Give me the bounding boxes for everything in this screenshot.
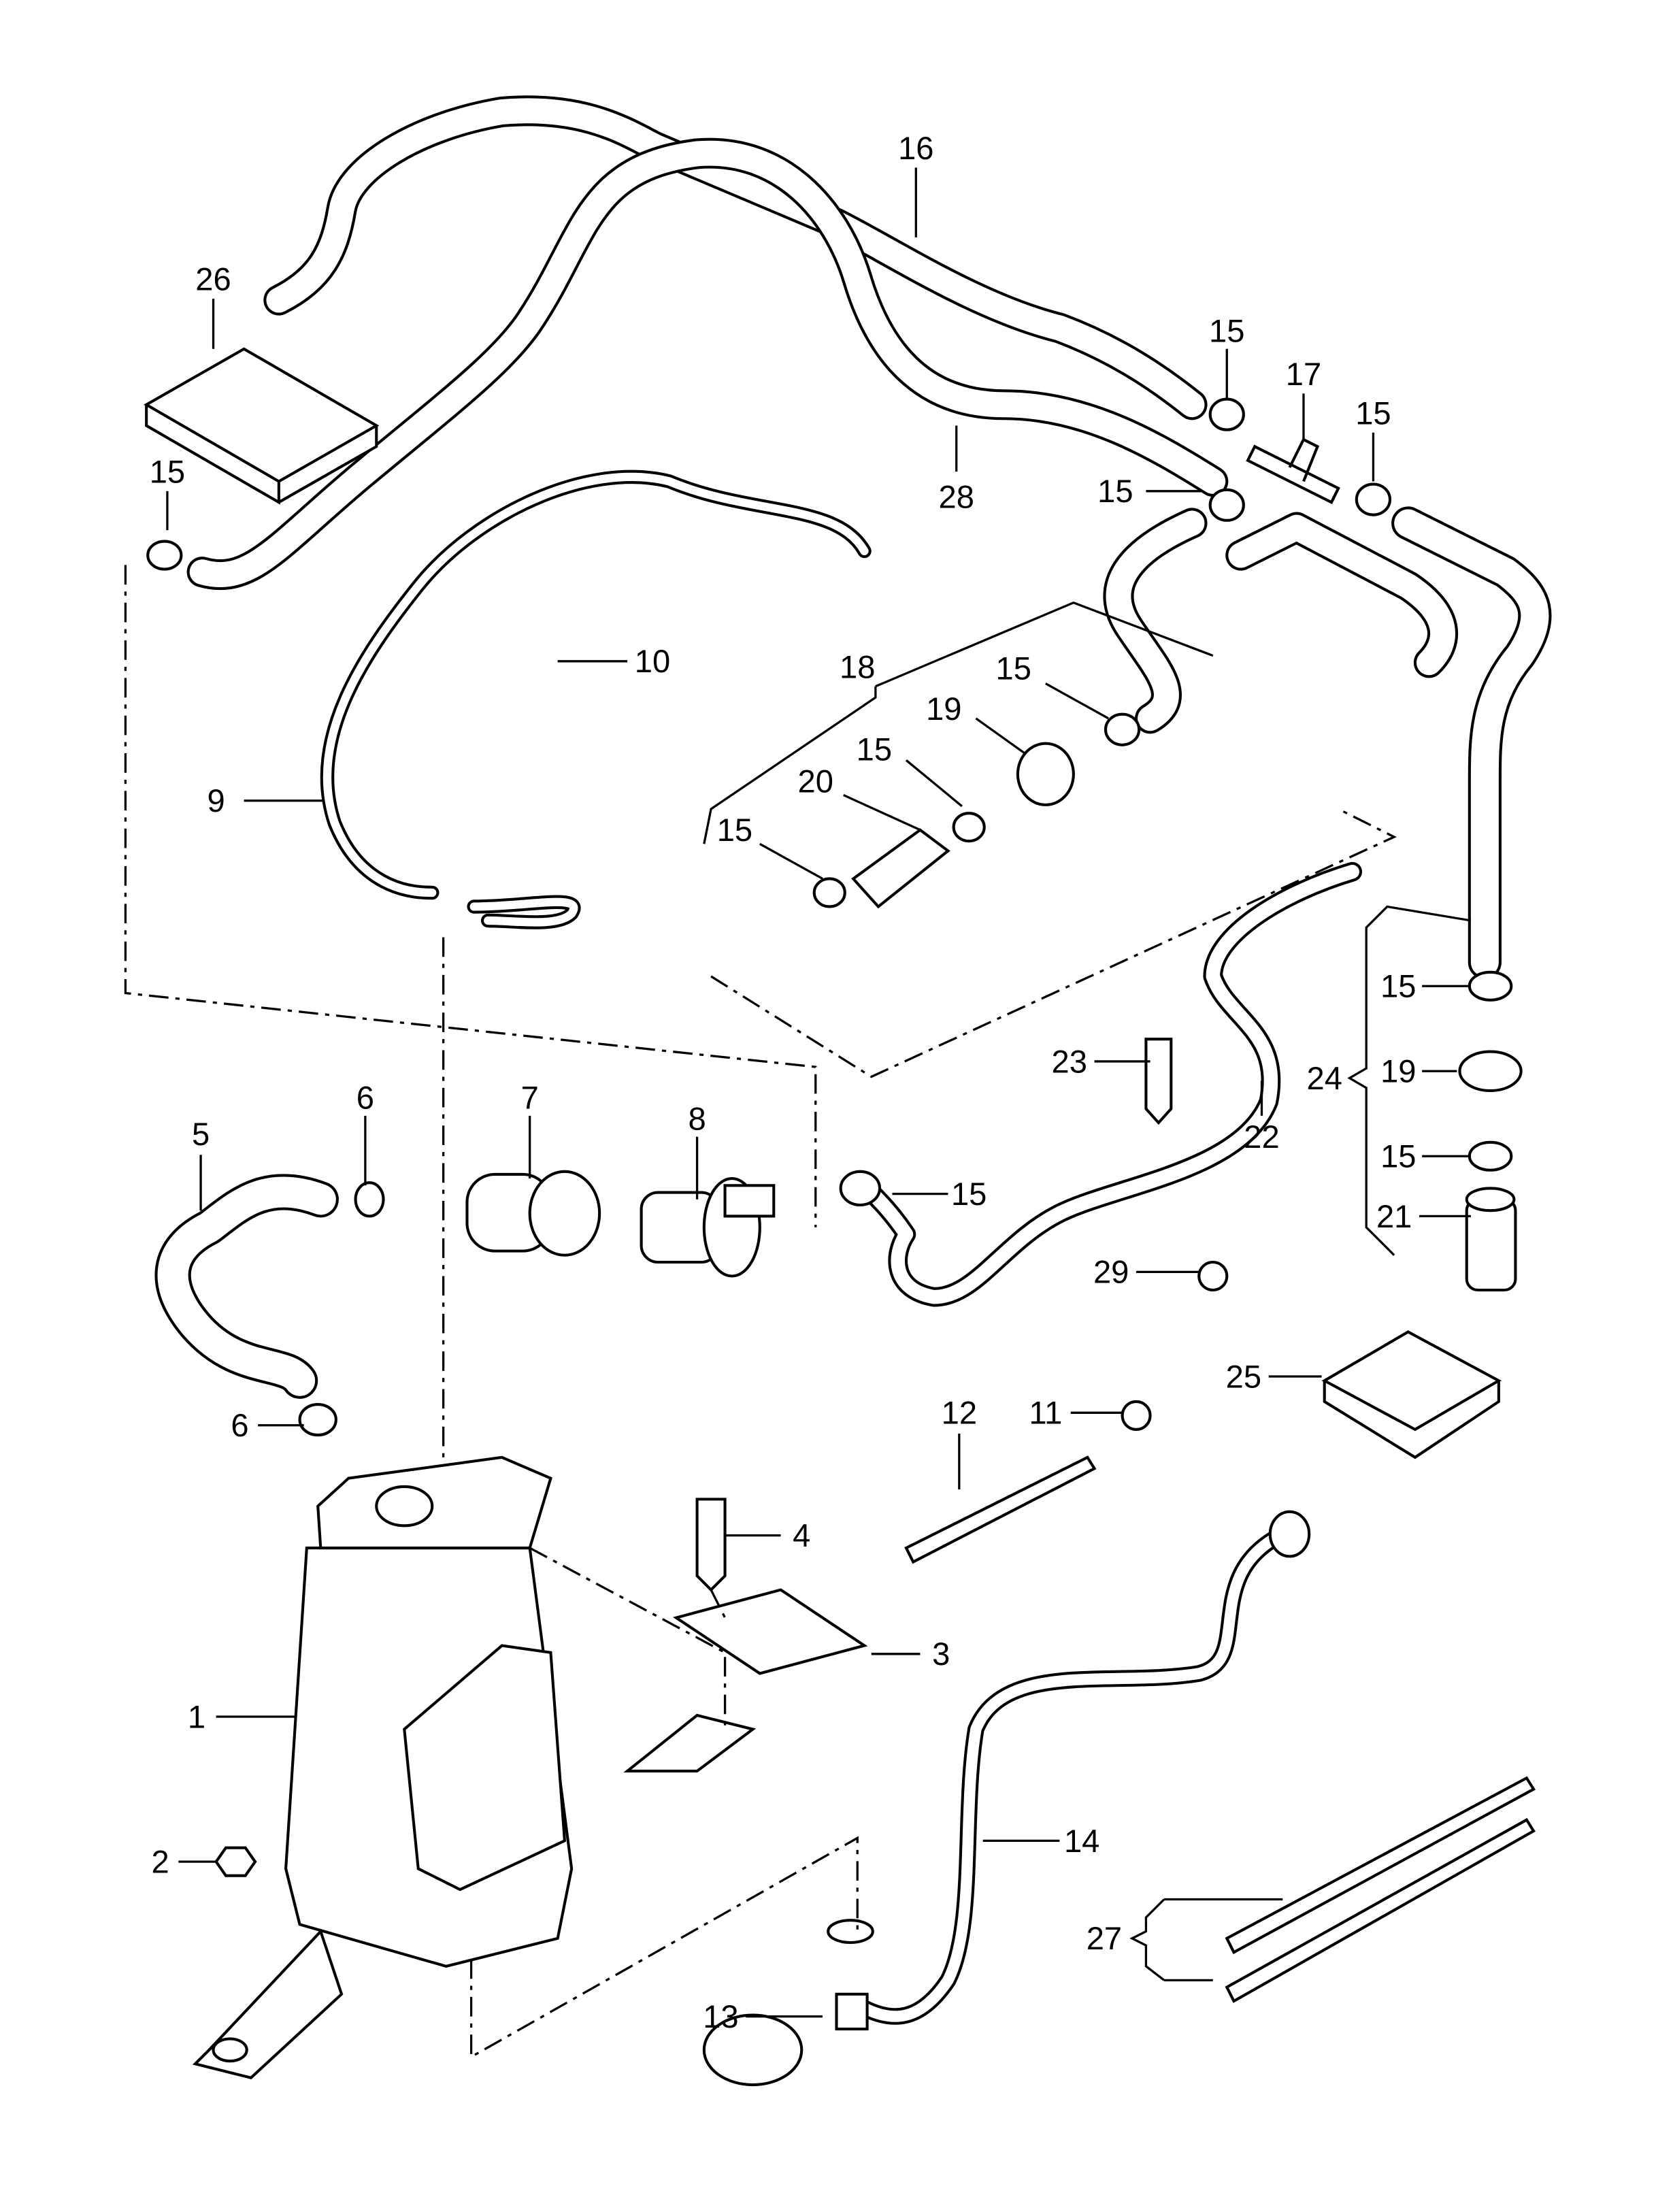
plate — [144, 347, 380, 505]
leader-line — [843, 794, 921, 831]
connector — [702, 2013, 804, 2087]
callout-label-29: 29 — [1093, 1254, 1129, 1290]
callout-label-10: 10 — [635, 643, 670, 679]
leader-line — [703, 601, 1214, 844]
callout-label-11: 11 — [1029, 1395, 1062, 1431]
callout-label-6: 6 — [231, 1407, 248, 1443]
hose-5 — [154, 1174, 339, 1399]
callout-label-26: 26 — [195, 261, 231, 297]
connector-top — [1268, 1510, 1311, 1558]
non-return-valve-right — [1458, 1050, 1523, 1093]
activated-charcoal-canister — [192, 1455, 574, 2080]
callout-label-15: 15 — [1355, 395, 1391, 431]
callout-label-19: 19 — [926, 691, 961, 727]
callout-label-18: 18 — [840, 648, 875, 684]
leader-line — [1129, 1898, 1283, 1981]
cable-tie-27b — [1225, 1817, 1536, 2003]
callout-label-15: 15 — [1380, 1138, 1416, 1174]
callout-label-15: 15 — [857, 731, 892, 767]
bolt-23 — [1144, 1038, 1173, 1125]
callout-label-2: 2 — [152, 1844, 169, 1880]
callout-label-9: 9 — [208, 782, 225, 819]
hose-28 — [186, 137, 1229, 591]
reference-line — [529, 1547, 727, 1730]
callout-label-1: 1 — [188, 1698, 205, 1734]
hose-16 — [263, 95, 1208, 420]
cable-tie-27a — [1225, 1776, 1536, 1955]
callout-label-15: 15 — [951, 1176, 987, 1212]
callout-label-15: 15 — [150, 454, 185, 490]
callout-label-12: 12 — [942, 1395, 977, 1431]
reference-line — [710, 1589, 727, 1619]
leader-line — [1347, 905, 1472, 1256]
callout-label-27: 27 — [1087, 1920, 1122, 1956]
callout-label-6: 6 — [357, 1080, 374, 1116]
bolt — [695, 1498, 727, 1592]
leader-line — [759, 842, 823, 880]
hose-clamps — [146, 397, 1513, 1945]
holder-ring — [528, 1170, 601, 1257]
callout-label-15: 15 — [1097, 473, 1133, 509]
valve-connector — [723, 1184, 776, 1218]
callout-label-13: 13 — [703, 1998, 738, 2034]
callout-label-15: 15 — [1209, 313, 1244, 349]
nut — [214, 1846, 257, 1877]
callout-label-19: 19 — [1380, 1053, 1416, 1089]
cable-tie-12 — [904, 1455, 1097, 1564]
callout-label-22: 22 — [1244, 1119, 1279, 1155]
callout-label-14: 14 — [1064, 1823, 1099, 1859]
reference-line — [469, 1836, 859, 2059]
bracket-foot — [623, 1713, 757, 1773]
callout-label-20: 20 — [798, 763, 833, 799]
hose-14 — [856, 1525, 1291, 2025]
hose-22 — [861, 861, 1363, 1307]
hose-9 — [320, 469, 872, 929]
callout-label-23: 23 — [1051, 1043, 1087, 1079]
callout-label-17: 17 — [1286, 356, 1321, 392]
leader-line — [905, 759, 963, 808]
callout-label-24: 24 — [1306, 1060, 1342, 1096]
reference-line — [124, 565, 817, 1227]
hose-24 — [1391, 506, 1552, 980]
leader-line — [975, 717, 1026, 755]
t-piece — [1246, 438, 1340, 504]
hose-piece-21 — [1465, 1198, 1517, 1292]
connector-stub — [835, 1992, 869, 2031]
callout-label-15: 15 — [996, 650, 1031, 686]
callout-label-8: 8 — [688, 1100, 706, 1136]
pad — [1321, 1330, 1502, 1459]
non-return-valve — [1016, 742, 1075, 806]
leader-line — [1045, 682, 1109, 720]
hose-piece — [851, 828, 950, 909]
callout-label-15: 15 — [717, 812, 752, 848]
hose-piece-21-end — [1465, 1187, 1516, 1212]
bracket — [672, 1588, 868, 1675]
callout-label-5: 5 — [192, 1116, 210, 1152]
callout-label-3: 3 — [932, 1636, 950, 1672]
callout-label-4: 4 — [793, 1517, 810, 1553]
callout-label-7: 7 — [521, 1080, 539, 1116]
callout-label-21: 21 — [1376, 1198, 1412, 1234]
hose-18 — [1103, 508, 1459, 734]
callout-label-16: 16 — [898, 130, 933, 166]
callout-label-28: 28 — [939, 478, 974, 514]
callout-label-25: 25 — [1226, 1358, 1261, 1394]
reference-line — [710, 808, 1397, 1078]
parts-artwork — [124, 95, 1552, 2087]
callout-label-15: 15 — [1380, 968, 1416, 1004]
